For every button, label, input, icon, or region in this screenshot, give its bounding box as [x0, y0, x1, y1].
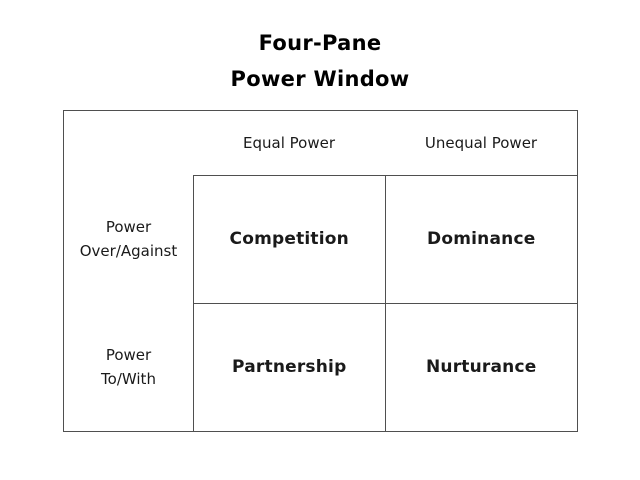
title-line-2: Power Window: [230, 67, 410, 91]
row-header-1-line-1: Power: [105, 218, 152, 236]
column-header-unequal-power: Unequal Power: [424, 134, 538, 152]
row-header-power-to-with: Power To/With: [64, 343, 193, 391]
cell-nurturance: Nurturance: [425, 357, 537, 378]
cell-dominance: Dominance: [385, 176, 577, 304]
row-header-2-line-1: Power: [105, 346, 152, 364]
row-header-2-line-2: To/With: [101, 370, 156, 388]
cell-competition: Competition: [194, 176, 386, 304]
title-line-1: Four-Pane: [258, 31, 382, 55]
matrix-frame: Equal Power Unequal Power Power Over/Aga…: [63, 110, 578, 432]
row-header-power-over-against: Power Over/Against: [64, 215, 193, 263]
cell-partnership: Partnership: [194, 303, 386, 431]
column-header-equal-power: Equal Power: [243, 134, 335, 152]
quadrant-grid: Competition Dominance Partnership Nurtur…: [193, 175, 577, 431]
row-header-1-line-2: Over/Against: [79, 242, 178, 260]
diagram-title: Four-Pane Power Window: [0, 25, 640, 97]
